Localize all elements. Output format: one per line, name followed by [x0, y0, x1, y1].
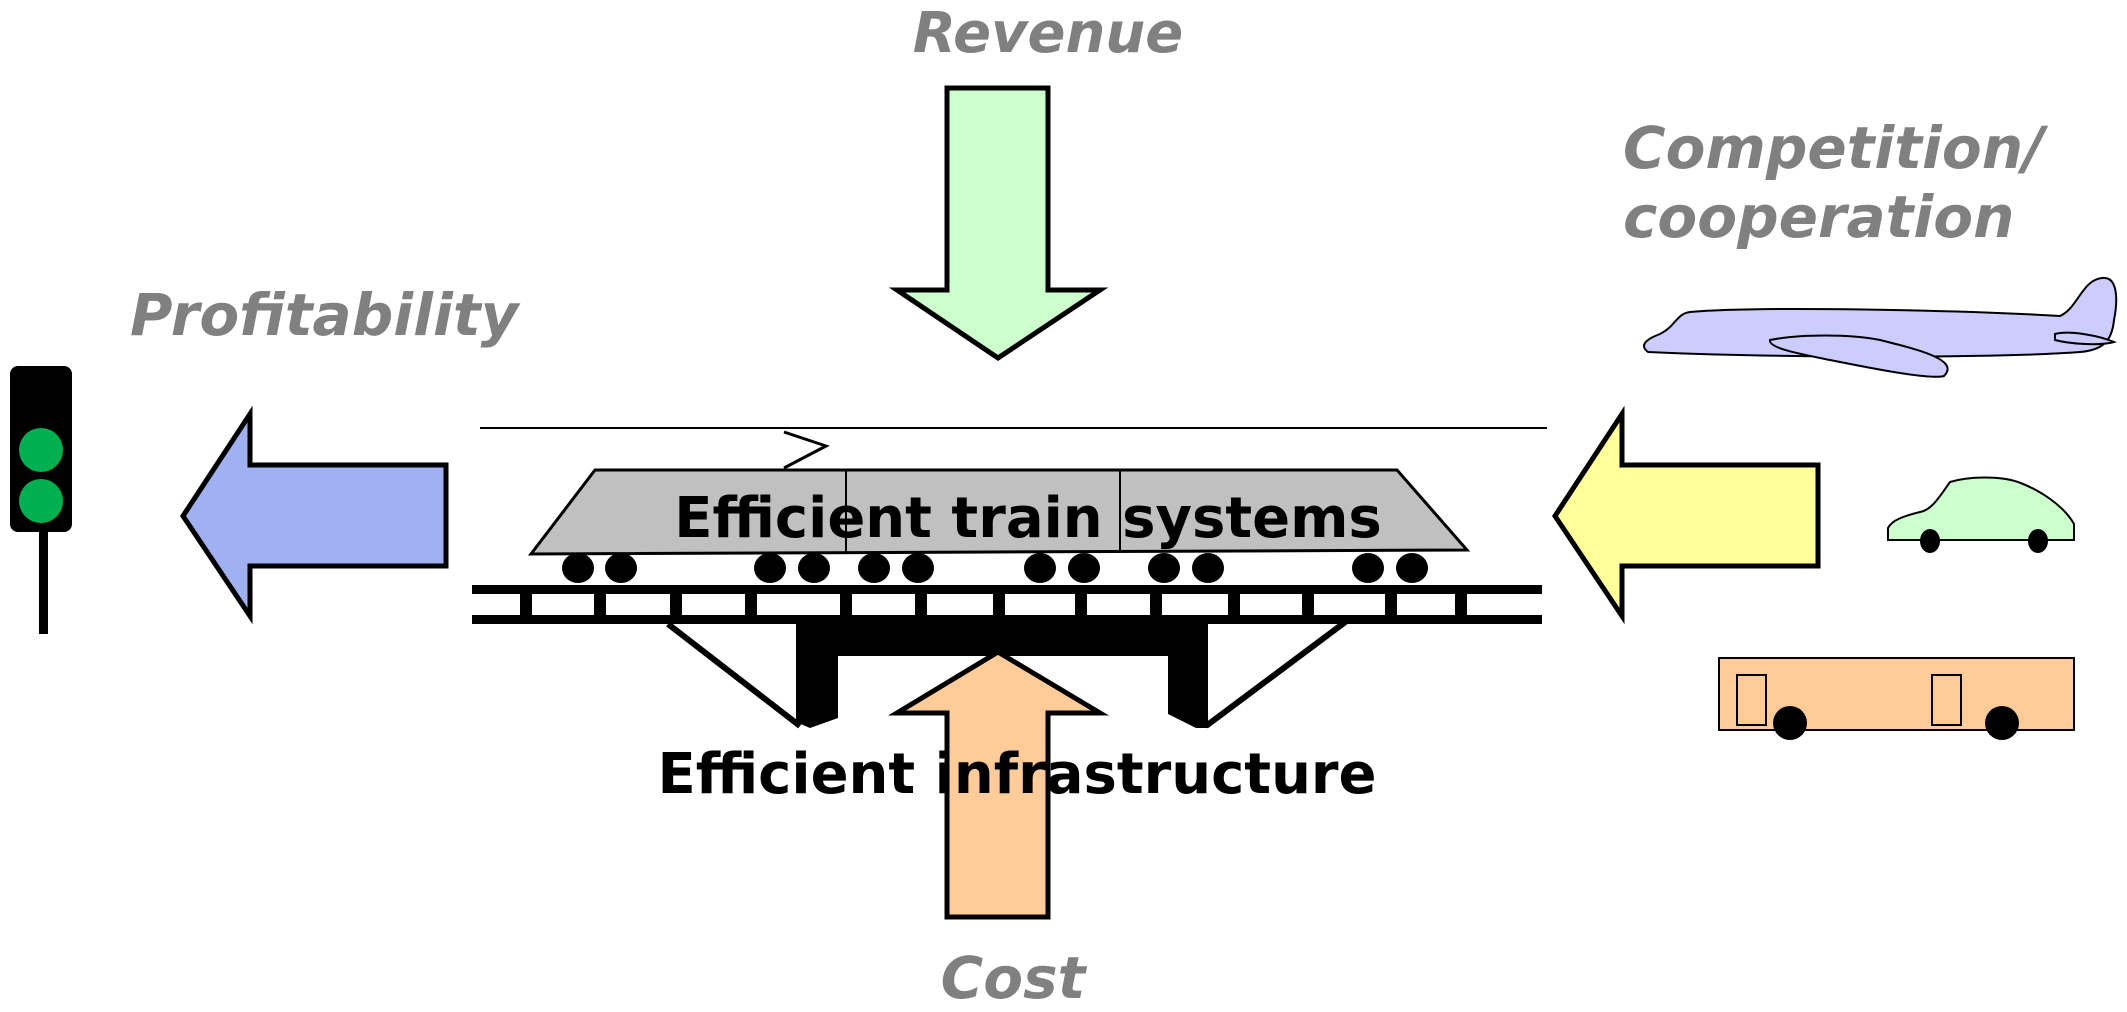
- profitability-label: Profitability: [130, 281, 521, 349]
- bus-icon: [1718, 657, 2075, 740]
- infrastructure-label: Efficient infrastructure: [657, 742, 1376, 807]
- competition-label-line2: cooperation: [1623, 183, 2014, 251]
- competition-arrow: [1551, 405, 1821, 625]
- pantograph: [783, 430, 830, 470]
- traffic-light-icon: [10, 366, 72, 634]
- competition-label-line1: Competition/: [1623, 114, 2049, 182]
- revenue-label: Revenue: [913, 1, 1184, 66]
- cost-label: Cost: [941, 944, 1088, 1007]
- airplane-icon: [1643, 276, 2118, 378]
- bridge-icon: [472, 585, 1542, 729]
- revenue-arrow: [888, 85, 1109, 362]
- train-systems-label: Efficient train systems: [674, 486, 1382, 551]
- train-icon: [527, 468, 1471, 583]
- car-icon: [1887, 476, 2075, 553]
- profitability-arrow: [179, 405, 449, 625]
- cost-arrow: [888, 649, 1110, 920]
